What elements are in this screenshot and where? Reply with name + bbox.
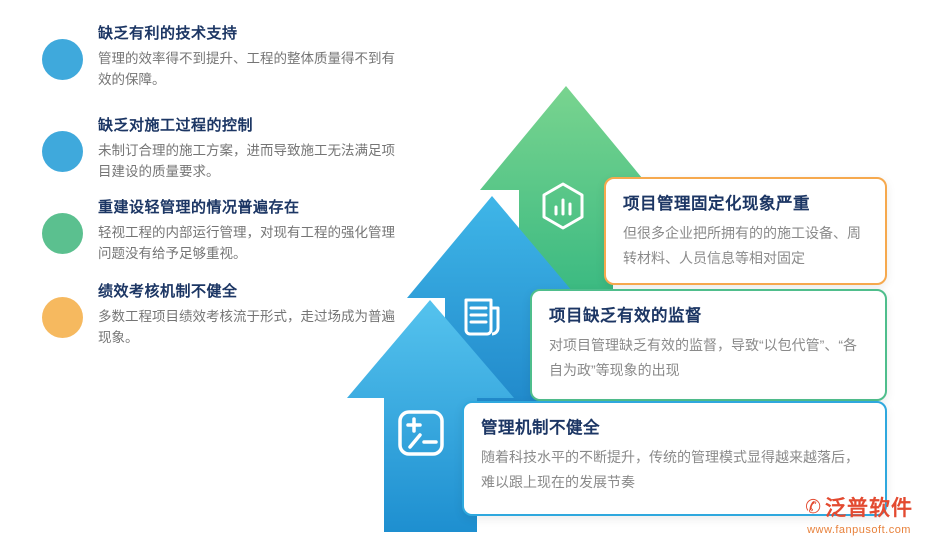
card-title: 项目管理固定化现象严重 [623, 195, 810, 213]
left-item-title: 缺乏有利的技术支持 [98, 25, 238, 42]
card-lack-supervision: 项目缺乏有效的监督 对项目管理缺乏有效的监督，导致“以包代管”、“各自为政”等现… [530, 289, 887, 401]
bullet-dot [42, 39, 83, 80]
card-body: 随着科技水平的不断提升，传统的管理模式显得越来越落后，难以跟上现在的发展节奏 [481, 449, 859, 491]
left-item-title: 绩效考核机制不健全 [98, 283, 238, 300]
left-item-body: 未制订合理的施工方案，进而导致施工无法满足项目建设的质量要求。 [98, 143, 395, 179]
left-item-management-neglect: 重建设轻管理的情况普遍存在 轻视工程的内部运行管理，对现有工程的强化管理问题没有… [42, 196, 447, 265]
left-item-title: 重建设轻管理的情况普遍存在 [98, 199, 300, 216]
calculator-icon [393, 405, 449, 466]
left-item-title: 缺乏对施工过程的控制 [98, 117, 254, 134]
card-fixed-management: 项目管理固定化现象严重 但很多企业把所拥有的的施工设备、周转材料、人员信息等相对… [604, 177, 887, 285]
logo-url: www.fanpusoft.com [807, 524, 911, 536]
document-icon [456, 291, 508, 348]
hexagon-chart-icon [537, 180, 589, 237]
phone-icon: ✆ [805, 496, 821, 518]
card-imperfect-mechanism: 管理机制不健全 随着科技水平的不断提升，传统的管理模式显得越来越落后，难以跟上现… [462, 401, 887, 516]
bullet-dot [42, 297, 83, 338]
left-item-body: 轻视工程的内部运行管理，对现有工程的强化管理问题没有给予足够重视。 [98, 225, 395, 261]
left-item-performance-assessment: 绩效考核机制不健全 多数工程项目绩效考核流于形式，走过场成为普遍现象。 [42, 280, 447, 349]
bullet-dot [42, 213, 83, 254]
left-item-body: 多数工程项目绩效考核流于形式，走过场成为普遍现象。 [98, 309, 395, 345]
logo-text: 泛普软件 [825, 497, 913, 520]
card-title: 项目缺乏有效的监督 [549, 307, 702, 325]
left-item-body: 管理的效率得不到提升、工程的整体质量得不到有效的保障。 [98, 51, 395, 87]
card-title: 管理机制不健全 [481, 419, 600, 437]
left-item-tech-support: 缺乏有利的技术支持 管理的效率得不到提升、工程的整体质量得不到有效的保障。 [42, 22, 447, 91]
left-item-process-control: 缺乏对施工过程的控制 未制订合理的施工方案，进而导致施工无法满足项目建设的质量要… [42, 114, 447, 183]
bullet-dot [42, 131, 83, 172]
card-body: 但很多企业把所拥有的的施工设备、周转材料、人员信息等相对固定 [623, 225, 861, 267]
card-body: 对项目管理缺乏有效的监督，导致“以包代管”、“各自为政”等现象的出现 [549, 337, 857, 379]
fanpu-logo: ✆ 泛普软件 www.fanpusoft.com [805, 492, 913, 536]
